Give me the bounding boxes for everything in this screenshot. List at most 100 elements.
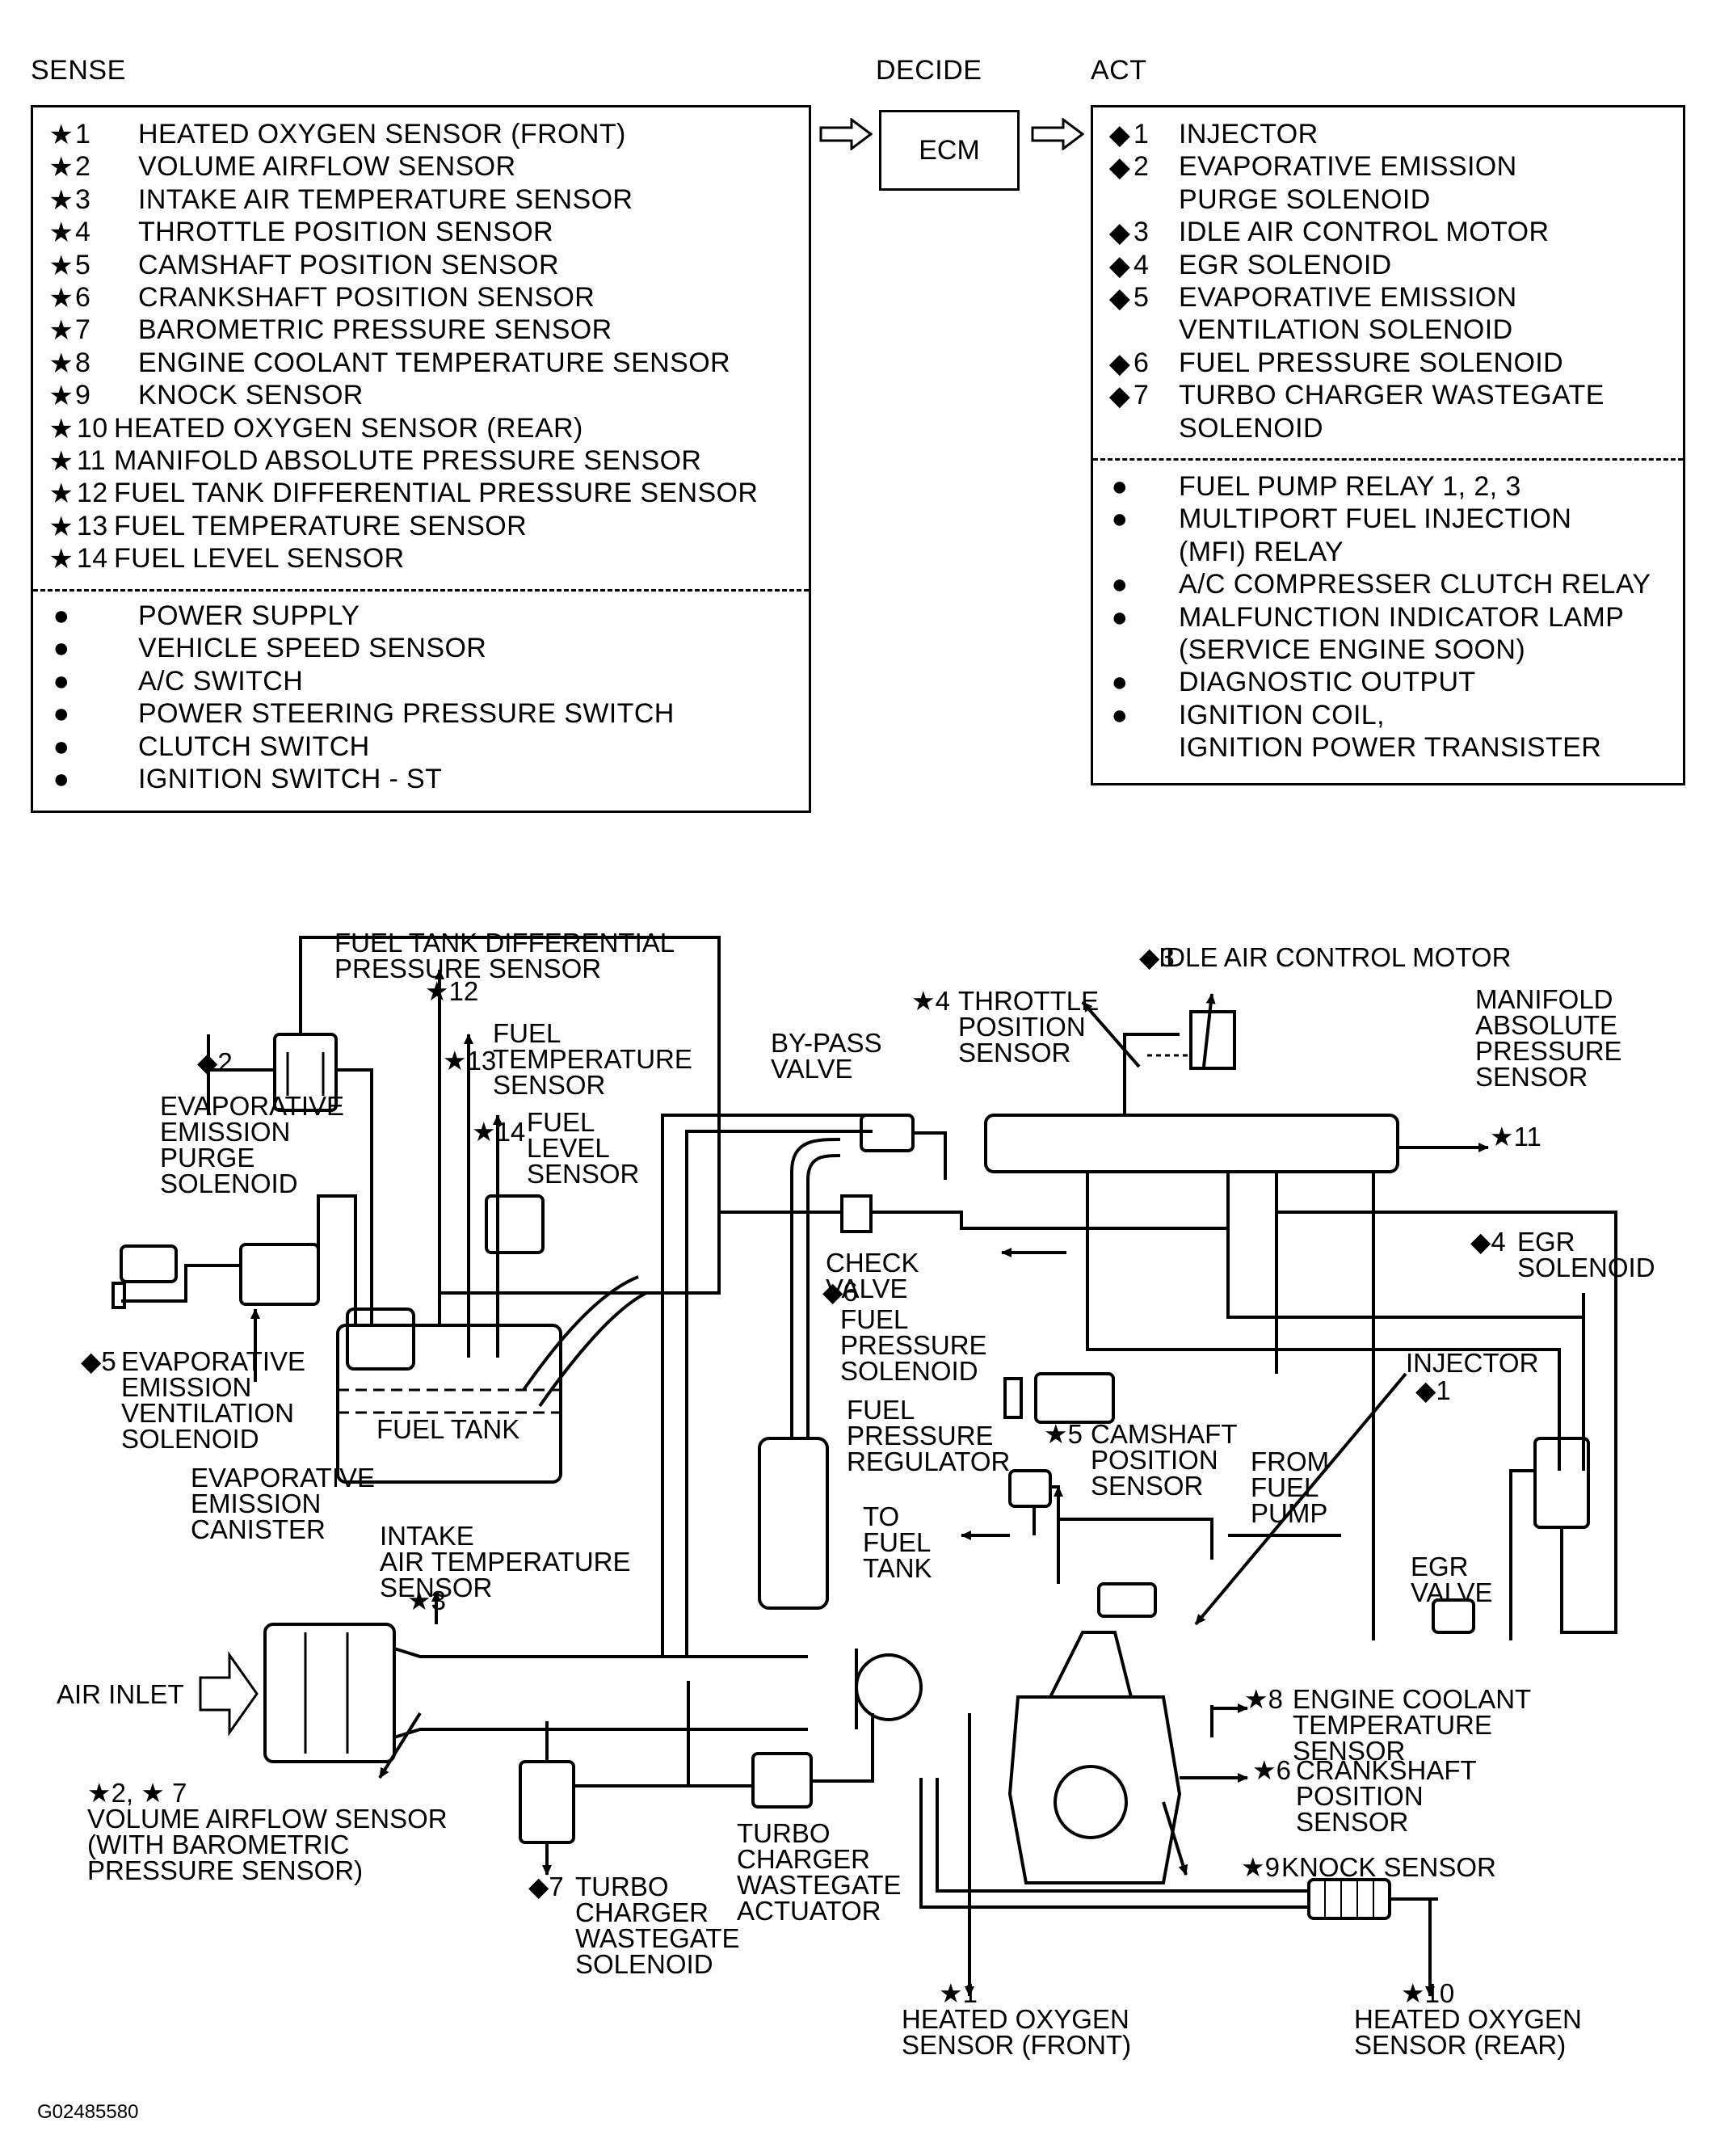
- sense-divider: [33, 589, 809, 592]
- fuel-tank-diff-pressure-id: ★12: [425, 976, 478, 1006]
- injector-label: INJECTOR: [1406, 1348, 1538, 1378]
- bullet-icon: ●: [1111, 569, 1129, 600]
- sensor-number: 7: [75, 314, 91, 346]
- sensor-number: 5: [75, 249, 91, 280]
- star-icon: ★: [48, 120, 74, 150]
- bullet-icon: ●: [53, 731, 70, 762]
- from-fuel-pump-label: PUMP: [1251, 1498, 1327, 1528]
- actuator-label: IDLE AIR CONTROL MOTOR: [1179, 217, 1550, 248]
- star-icon: ★: [48, 511, 74, 542]
- fuel-temperature-id: ★13: [443, 1046, 496, 1076]
- bullet-icon: ●: [53, 633, 70, 664]
- sensor-number: 9: [75, 380, 91, 411]
- egr-valve-label: EGR: [1411, 1552, 1469, 1581]
- turbocharger: [855, 1653, 923, 1721]
- air-cleaner: [263, 1623, 396, 1763]
- header-sense: SENSE: [31, 55, 126, 86]
- ckp-label: POSITION: [1296, 1781, 1424, 1811]
- diamond-icon: ◆: [1108, 120, 1131, 150]
- wastegate-solenoid-label: WASTEGATE: [575, 1923, 740, 1953]
- ckp-id: ★6: [1252, 1755, 1291, 1785]
- bullet-icon: ●: [1111, 601, 1129, 633]
- iat-id: ★3: [407, 1585, 446, 1615]
- to-fuel-tank-label: FUEL: [863, 1527, 931, 1557]
- sensor-number: 12: [77, 478, 108, 509]
- purge-solenoid-body: [273, 1033, 338, 1112]
- canister-label: CANISTER: [191, 1514, 326, 1544]
- tps-label: POSITION: [958, 1012, 1086, 1042]
- throttle-body: [984, 1114, 1399, 1173]
- output-label: FUEL PUMP RELAY 1, 2, 3: [1179, 471, 1521, 502]
- diamond-icon: ◆: [1108, 217, 1131, 249]
- vent-solenoid-body: [239, 1243, 320, 1306]
- air-inlet-arrow: [199, 1651, 259, 1737]
- canister-label: EVAPORATIVE: [191, 1463, 375, 1493]
- fuel-level-id: ★14: [472, 1117, 525, 1147]
- fps-label: PRESSURE: [840, 1330, 987, 1360]
- knock-id: ★9: [1241, 1852, 1280, 1882]
- iat-label: SENSOR: [380, 1573, 492, 1602]
- input-label: A/C SWITCH: [138, 665, 304, 697]
- fuel-tank-diff-pressure-label: PRESSURE SENSOR: [334, 954, 601, 983]
- sensor-number: 1: [75, 119, 91, 149]
- ho2-front-label: SENSOR (FRONT): [902, 2030, 1131, 2060]
- cam-label: CAMSHAFT: [1091, 1419, 1238, 1449]
- diamond-icon: ◆: [1108, 381, 1131, 412]
- ho2-rear-id: ★10: [1401, 1978, 1454, 2008]
- output-label: A/C COMPRESSER CLUTCH RELAY: [1179, 569, 1651, 600]
- sensor-label: CAMSHAFT POSITION SENSOR: [138, 249, 559, 280]
- vent-solenoid-label: EVAPORATIVE: [121, 1346, 305, 1376]
- star-icon: ★: [48, 283, 74, 314]
- sensor-label: VOLUME AIRFLOW SENSOR: [138, 151, 516, 183]
- ecm-to-act-arrow: [1031, 118, 1084, 150]
- star-icon: ★: [48, 315, 74, 347]
- fuel-temperature-label: FUEL: [493, 1018, 561, 1048]
- vent-solenoid-label: EMISSION: [121, 1372, 251, 1402]
- map-id: ★11: [1490, 1122, 1541, 1152]
- star-icon: ★: [48, 446, 74, 477]
- sensor-number: 6: [75, 282, 91, 313]
- wastegate-actuator-label: WASTEGATE: [737, 1870, 902, 1900]
- star-icon: ★: [48, 184, 74, 216]
- iat-label: AIR TEMPERATURE: [380, 1547, 631, 1577]
- bullet-icon: ●: [53, 698, 70, 730]
- purge-solenoid-label: EVAPORATIVE: [160, 1091, 344, 1121]
- star-icon: ★: [48, 152, 74, 183]
- ect-id: ★8: [1244, 1684, 1283, 1714]
- sensor-number: 4: [75, 217, 91, 248]
- vaf-label: (WITH BAROMETRIC: [87, 1830, 349, 1859]
- actuator-label: FUEL PRESSURE SOLENOID: [1179, 347, 1564, 378]
- fps-id: ◆6: [822, 1277, 858, 1307]
- bullet-icon: ●: [53, 665, 70, 697]
- map-label: SENSOR: [1475, 1062, 1588, 1092]
- sensor-number: 13: [77, 510, 108, 541]
- canister-label: EMISSION: [191, 1489, 321, 1518]
- actuator-label: PURGE SOLENOID: [1179, 183, 1431, 215]
- purge-solenoid-label: EMISSION: [160, 1117, 290, 1147]
- input-label: IGNITION SWITCH - ST: [138, 764, 443, 794]
- iac-id: ◆3: [1139, 942, 1175, 972]
- air-inlet-label: AIR INLET: [57, 1679, 184, 1709]
- bullet-icon: ●: [1111, 667, 1129, 698]
- ect-label: TEMPERATURE: [1293, 1710, 1492, 1740]
- egr-solenoid-label: SOLENOID: [1517, 1253, 1655, 1282]
- wastegate-solenoid-label: CHARGER: [575, 1897, 709, 1927]
- sensor-label: INTAKE AIR TEMPERATURE SENSOR: [138, 183, 633, 215]
- star-icon: ★: [48, 250, 74, 281]
- wastegate-actuator-label: ACTUATOR: [737, 1896, 881, 1926]
- sensor-label: FUEL TEMPERATURE SENSOR: [114, 510, 528, 541]
- knock-label: KNOCK SENSOR: [1281, 1852, 1496, 1882]
- sensor-label: CRANKSHAFT POSITION SENSOR: [138, 282, 595, 313]
- tps-id: ★4: [911, 986, 950, 1016]
- figure-id: G02485580: [37, 2101, 139, 2123]
- from-fuel-pump-label: FROM: [1251, 1446, 1329, 1476]
- output-label: IGNITION POWER TRANSISTER: [1179, 732, 1602, 764]
- output-label: MULTIPORT FUEL INJECTION: [1179, 503, 1572, 535]
- output-label: MALFUNCTION INDICATOR LAMP: [1179, 601, 1625, 633]
- diamond-icon: ◆: [1108, 250, 1131, 281]
- input-label: POWER STEERING PRESSURE SWITCH: [138, 698, 675, 730]
- actuator-number: 4: [1133, 249, 1150, 280]
- map-label: MANIFOLD: [1475, 984, 1613, 1014]
